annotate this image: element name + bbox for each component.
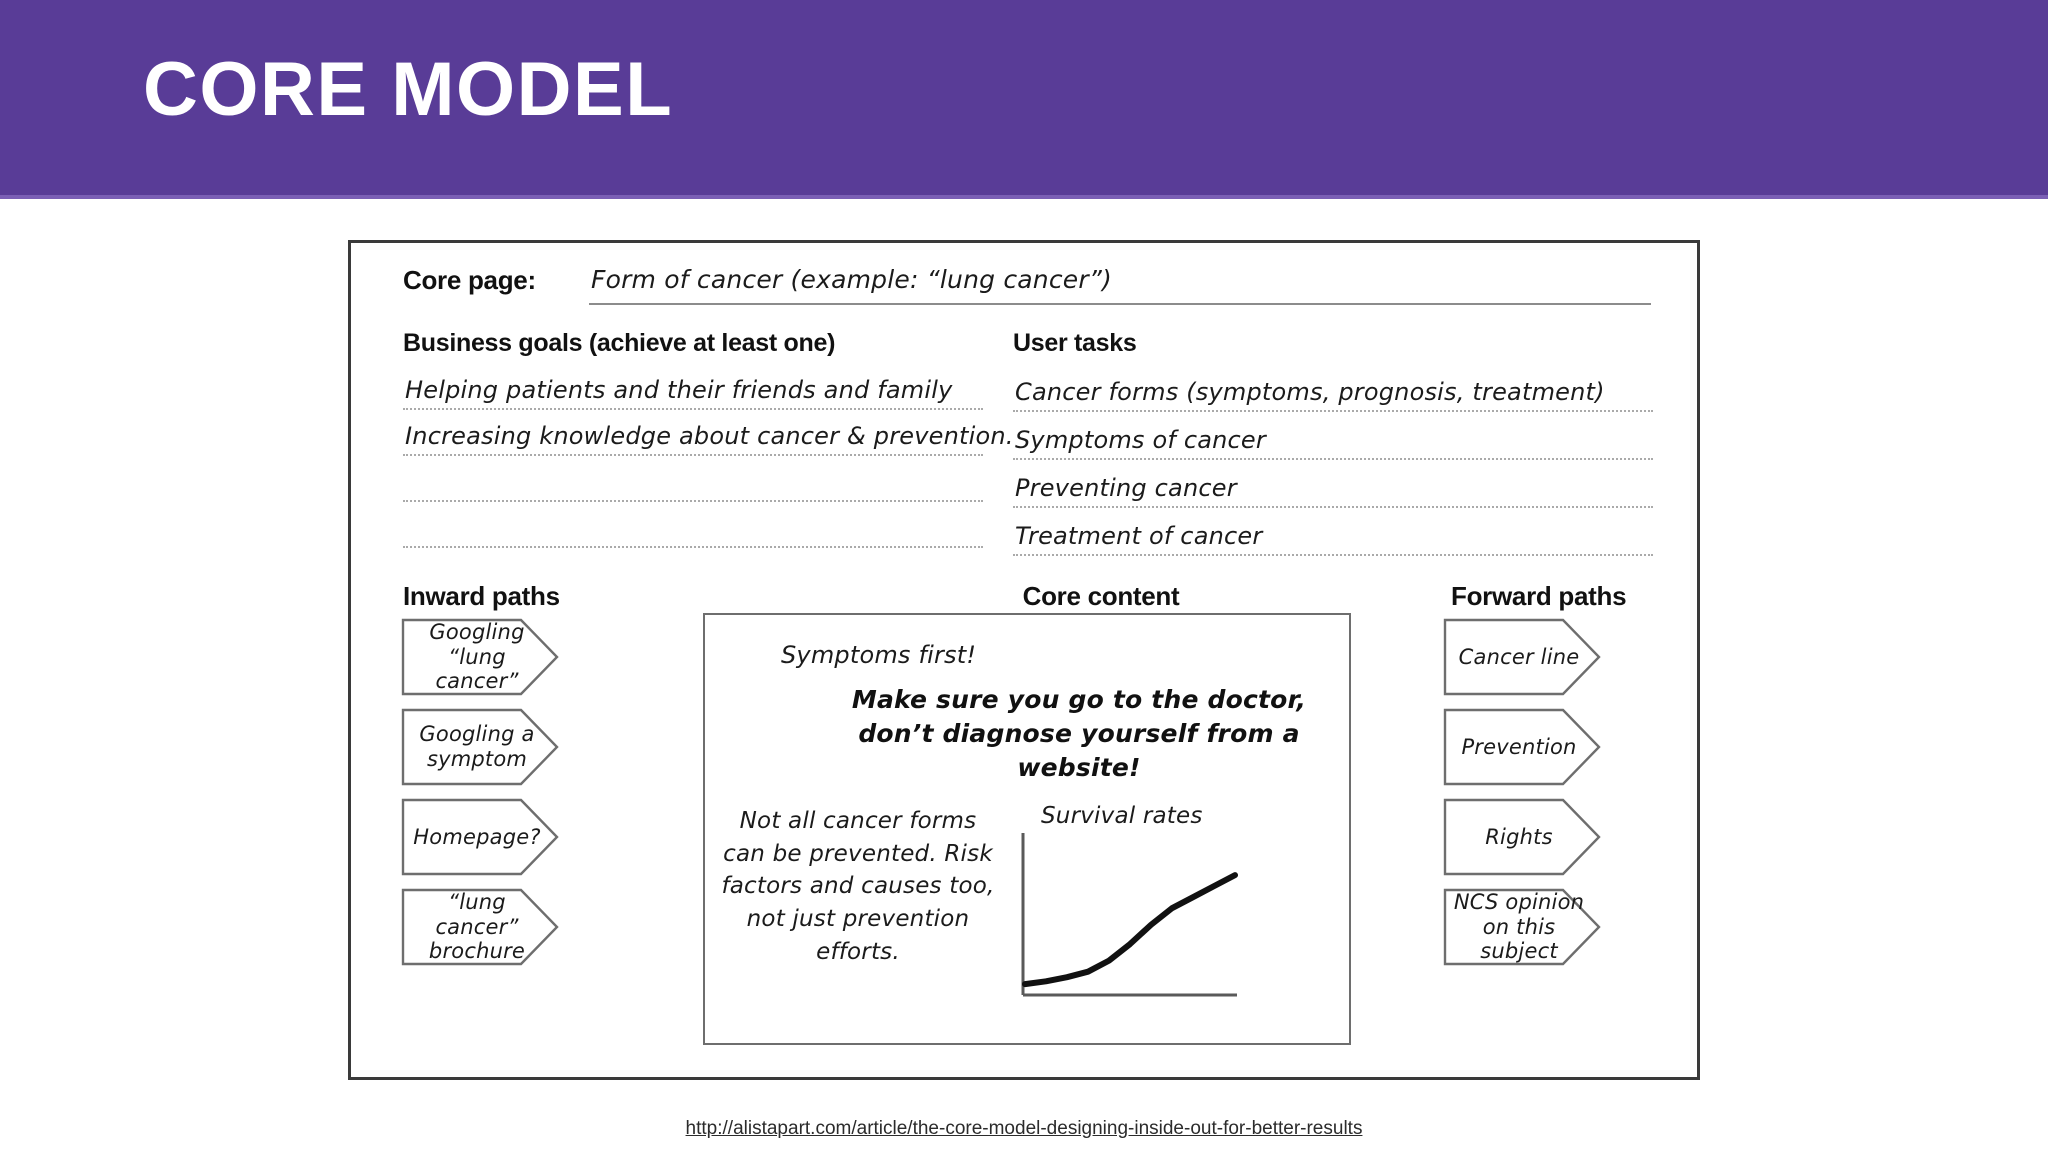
page-title: CORE MODEL <box>143 47 674 132</box>
survival-rates-chart: Survival rates <box>1013 803 1239 1021</box>
user-task-text: Treatment of cancer <box>1015 522 1263 550</box>
user-tasks-column: User tasks Cancer forms (symptoms, progn… <box>1013 329 1653 556</box>
arrow-right-shape-icon <box>401 618 559 696</box>
core-page-label: Core page: <box>403 265 536 295</box>
user-task-text: Preventing cancer <box>1015 474 1237 502</box>
business-goal-line: Helping patients and their friends and f… <box>403 364 983 410</box>
arrow-right-shape-icon <box>401 708 559 786</box>
core-model-diagram: Core page: Form of cancer (example: “lun… <box>348 240 1700 1080</box>
forward-path-chip[interactable]: NCS opinion on this subject <box>1443 888 1601 966</box>
survival-rates-chart-title: Survival rates <box>1041 803 1203 829</box>
arrow-right-shape-icon <box>401 798 559 876</box>
arrow-right-shape-icon <box>1443 888 1601 966</box>
business-goal-text: Increasing knowledge about cancer & prev… <box>405 422 1014 450</box>
forward-path-label: Cancer line <box>1458 644 1580 669</box>
inward-paths-heading: Inward paths <box>403 581 560 611</box>
inward-path-label: Googling “lung cancer” <box>429 619 525 694</box>
core-content-paragraph: Not all cancer forms can be prevented. R… <box>721 808 995 965</box>
user-task-line: Preventing cancer <box>1013 460 1653 508</box>
user-task-line: Treatment of cancer <box>1013 508 1653 556</box>
forward-path-chip[interactable]: Cancer line <box>1443 618 1601 696</box>
core-content-box: Symptoms first! Make sure you go to the … <box>703 613 1351 1045</box>
user-task-text: Symptoms of cancer <box>1015 426 1266 454</box>
user-task-line: Symptoms of cancer <box>1013 412 1653 460</box>
business-goals-column: Business goals (achieve at least one) He… <box>403 329 1013 548</box>
business-goal-line <box>403 502 983 548</box>
survival-rates-chart-plot <box>1021 833 1238 997</box>
forward-path-label: Rights <box>1485 824 1553 849</box>
header-band-underline <box>0 195 2048 199</box>
business-goal-line: Increasing knowledge about cancer & prev… <box>403 410 1013 456</box>
inward-path-chip[interactable]: Googling a symptom <box>401 708 559 786</box>
core-page-row: Core page: Form of cancer (example: “lun… <box>403 261 1651 309</box>
arrow-right-shape-icon <box>1443 798 1601 876</box>
core-content-line-2: Make sure you go to the doctor, don’t di… <box>851 685 1307 782</box>
forward-path-chip[interactable]: Rights <box>1443 798 1601 876</box>
inward-path-chip[interactable]: Homepage? <box>401 798 559 876</box>
arrow-right-shape-icon <box>1443 618 1601 696</box>
business-goals-heading: Business goals (achieve at least one) <box>403 329 836 357</box>
core-page-rule <box>589 303 1651 305</box>
core-content-heading: Core content <box>1022 581 1180 611</box>
header-band <box>0 0 2048 195</box>
business-goal-line <box>403 456 983 502</box>
arrow-right-shape-icon <box>401 888 559 966</box>
forward-path-label: NCS opinion on this subject <box>1453 889 1585 964</box>
user-task-line: Cancer forms (symptoms, prognosis, treat… <box>1013 364 1653 412</box>
inward-path-label: Googling a symptom <box>419 722 535 771</box>
source-link[interactable]: http://alistapart.com/article/the-core-m… <box>685 1118 1363 1139</box>
arrow-right-shape-icon <box>1443 708 1601 786</box>
core-page-value: Form of cancer (example: “lung cancer”) <box>591 265 1112 294</box>
forward-path-label: Prevention <box>1461 734 1577 759</box>
forward-paths-heading: Forward paths <box>1451 581 1627 611</box>
user-tasks-heading: User tasks <box>1013 329 1137 357</box>
inward-path-chip[interactable]: Googling “lung cancer” <box>401 618 559 696</box>
business-goal-text: Helping patients and their friends and f… <box>405 376 953 404</box>
inward-path-label: Homepage? <box>413 824 541 849</box>
core-content-line-1: Symptoms first! <box>781 641 977 669</box>
user-task-text: Cancer forms (symptoms, prognosis, treat… <box>1015 378 1605 406</box>
inward-path-chip[interactable]: “lung cancer” brochure <box>401 888 559 966</box>
inward-path-label: “lung cancer” brochure <box>428 889 526 964</box>
forward-path-chip[interactable]: Prevention <box>1443 708 1601 786</box>
